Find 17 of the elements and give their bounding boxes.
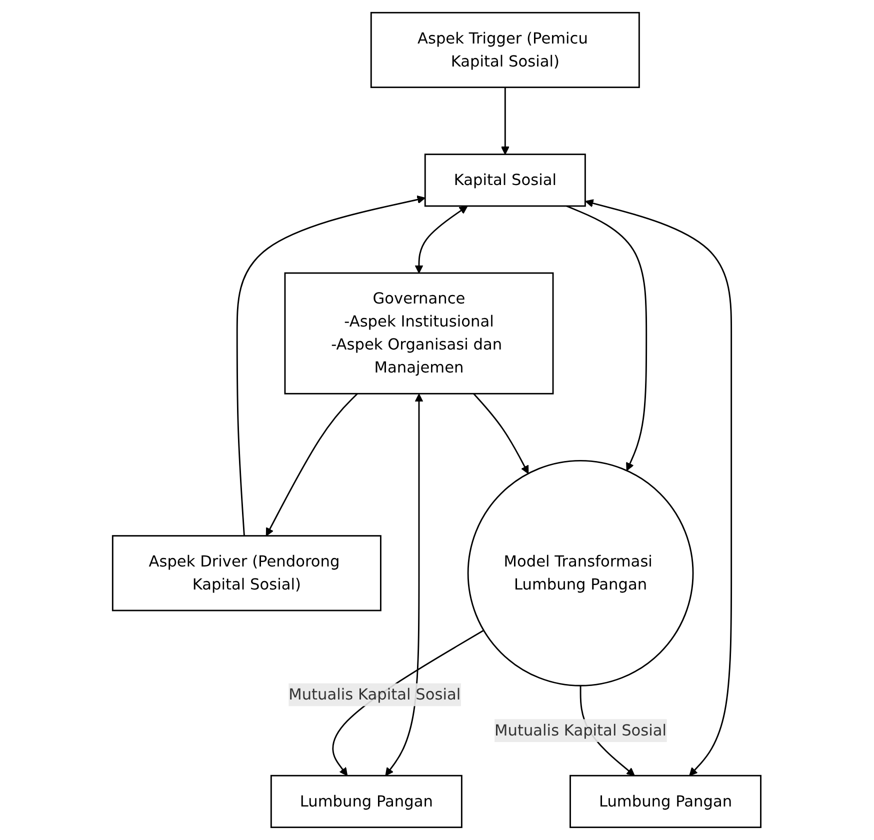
node-circle: Model Transformasi Lumbung Pangan bbox=[468, 460, 694, 686]
arrow bbox=[236, 195, 426, 536]
node-box: Aspek Trigger (Pemicu Kapital Sosial) bbox=[370, 12, 640, 88]
arrow bbox=[386, 394, 424, 776]
edge-label: Mutualis Kapital Sosial bbox=[494, 721, 667, 740]
edge-label: Mutualis Kapital Sosial bbox=[288, 685, 461, 704]
arrow bbox=[266, 393, 358, 536]
arrow bbox=[501, 87, 510, 155]
node-box: Kapital Sosial bbox=[424, 154, 586, 207]
node-box: Governance -Aspek Institusional -Aspek Organisasi dan Manajemen bbox=[284, 272, 554, 394]
arrow bbox=[473, 393, 529, 474]
node-box: Lumbung Pangan bbox=[270, 774, 463, 828]
arrow bbox=[566, 205, 648, 471]
arrow bbox=[415, 206, 468, 274]
node-box: Lumbung Pangan bbox=[570, 774, 762, 828]
arrow bbox=[585, 199, 732, 776]
node-box: Aspek Driver (Pendorong Kapital Sosial) bbox=[112, 535, 382, 612]
